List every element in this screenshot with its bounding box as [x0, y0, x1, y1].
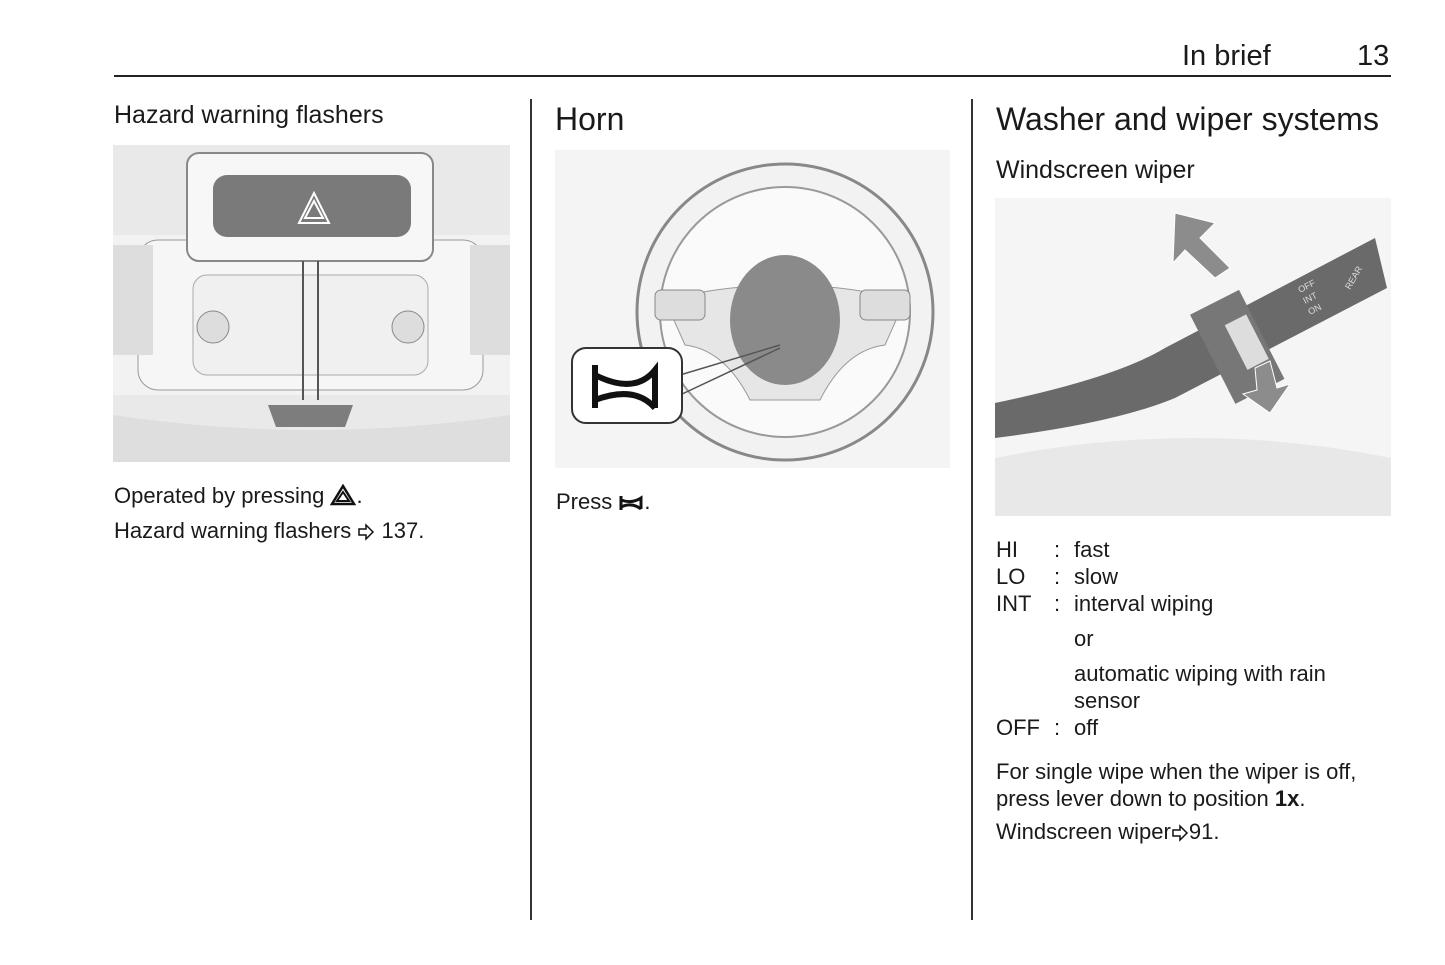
paragraph-text: For single wipe when the wiper is off, p…: [996, 759, 1357, 811]
position-desc: interval wiping: [1074, 591, 1214, 616]
position-desc: slow: [1074, 564, 1119, 589]
instruction-text: Operated by pressing: [114, 483, 325, 508]
hazard-figure: [113, 145, 510, 462]
hazard-heading: Hazard warning flashers: [114, 101, 384, 129]
column-divider: [971, 99, 973, 920]
position-row: HI: fast: [996, 536, 1374, 563]
reference-text: Windscreen wiper: [996, 819, 1171, 844]
separator: :: [1054, 537, 1061, 562]
windscreen-wiper-subheading: Windscreen wiper: [996, 156, 1195, 184]
horn-instruction: Press .: [556, 484, 651, 519]
position-row: OFF: off: [996, 714, 1374, 741]
horn-icon: [619, 495, 643, 511]
punctuation: .: [644, 489, 651, 514]
wiper-positions-list: HI: fast LO: slow INT: interval wiping or a…: [996, 536, 1374, 741]
position-desc: automatic wiping with rain sensor: [1074, 661, 1326, 713]
page-reference-arrow-icon: [358, 523, 375, 541]
position-desc: fast: [1074, 537, 1110, 562]
position-key: INT: [996, 591, 1032, 616]
wiper-lever-figure: OFF INT ON REAR: [995, 198, 1391, 516]
separator: :: [1054, 564, 1061, 589]
punctuation: .: [356, 483, 363, 508]
hazard-instruction: Operated by pressing . Hazard warning fl…: [114, 478, 424, 548]
position-row: INT: interval wiping: [996, 590, 1374, 617]
page-number: 13: [1357, 40, 1390, 72]
hazard-triangle-icon: [330, 484, 357, 506]
position-key: HI: [996, 537, 1018, 562]
position-1x: 1x: [1274, 786, 1300, 811]
position-key: LO: [996, 564, 1026, 589]
punctuation: .: [1299, 786, 1306, 811]
position-desc: or: [1074, 626, 1094, 651]
position-key: OFF: [996, 715, 1040, 740]
position-row: LO: slow: [996, 563, 1374, 590]
reference-text: Hazard warning flashers: [114, 518, 352, 543]
page-reference-link[interactable]: 137.: [381, 518, 425, 543]
horn-heading: Horn: [555, 101, 625, 137]
page-reference-arrow-icon: [1172, 824, 1188, 842]
separator: :: [1054, 591, 1061, 616]
horn-figure: [555, 150, 950, 468]
header-divider: [114, 75, 1391, 77]
column-divider: [530, 99, 532, 920]
instruction-text: Press: [556, 489, 613, 514]
wiper-heading: Washer and wiper systems: [996, 101, 1379, 137]
single-wipe-paragraph: For single wipe when the wiper is off, p…: [996, 758, 1396, 812]
wiper-reference: Windscreen wiper 91.: [996, 819, 1219, 845]
position-row: automatic wiping with rain sensor: [996, 652, 1374, 714]
separator: :: [1054, 715, 1061, 740]
section-title: In brief: [1182, 40, 1271, 72]
page-reference-link[interactable]: 91.: [1188, 819, 1220, 844]
position-row: or: [996, 617, 1374, 652]
position-desc: off: [1074, 715, 1099, 740]
